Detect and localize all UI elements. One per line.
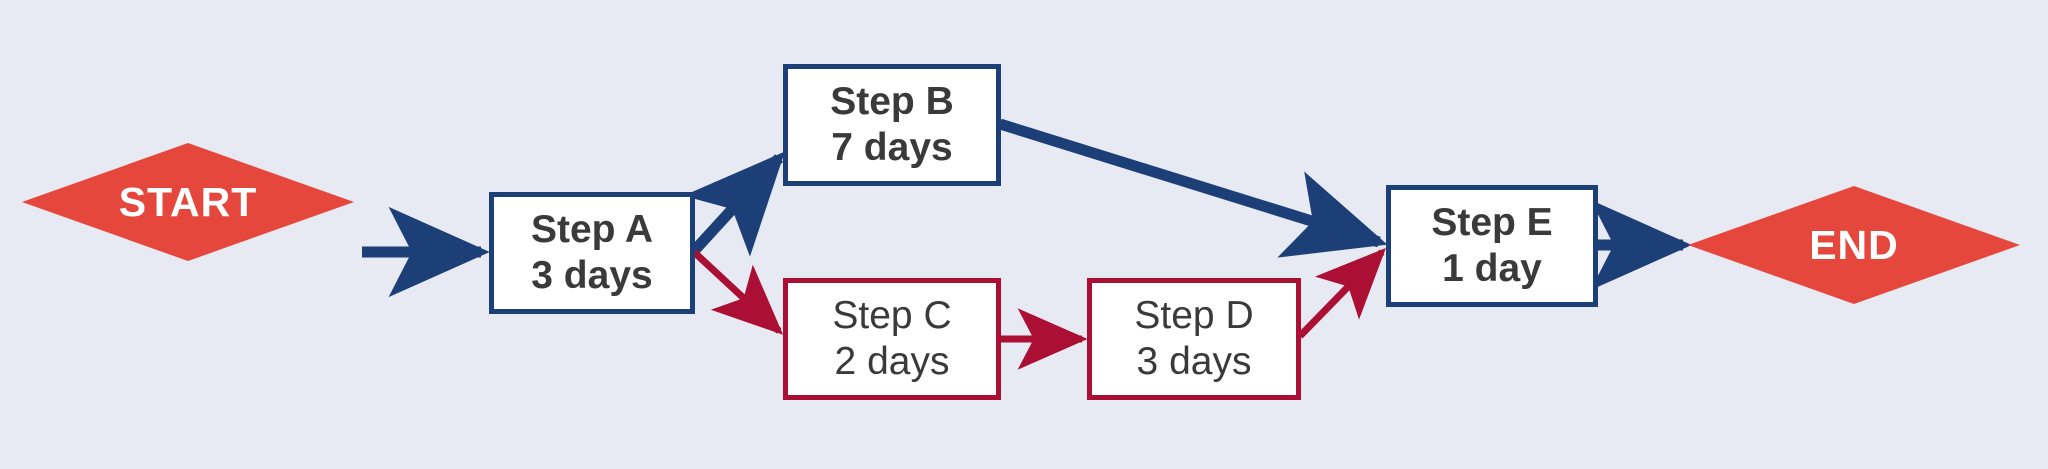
node-step-d-duration: 3 days	[1136, 340, 1252, 383]
node-step-e[interactable]: Step E 1 day	[1386, 185, 1598, 307]
node-step-d-name: Step D	[1134, 293, 1254, 337]
node-step-a[interactable]: Step A 3 days	[489, 192, 695, 314]
node-step-b-name: Step B	[830, 79, 954, 123]
edge-a-c	[691, 249, 784, 335]
node-step-a-name: Step A	[530, 207, 654, 251]
node-step-b[interactable]: Step B 7 days	[783, 64, 1001, 186]
node-step-b-duration: 7 days	[831, 126, 953, 169]
terminator-end-label: END	[1809, 221, 1899, 268]
node-step-e-name: Step E	[1431, 200, 1553, 244]
terminator-end[interactable]: END	[1688, 186, 2020, 304]
edge-d-e	[1297, 247, 1386, 339]
terminator-start-label: START	[118, 178, 258, 225]
node-step-e-duration: 1 day	[1442, 247, 1542, 290]
node-step-c-name: Step C	[832, 293, 952, 337]
node-step-d[interactable]: Step D 3 days	[1087, 278, 1301, 400]
terminator-start[interactable]: START	[22, 143, 354, 261]
node-step-a-duration: 3 days	[531, 254, 653, 297]
edge-a-b	[683, 151, 785, 257]
node-step-c-duration: 2 days	[834, 340, 950, 383]
edge-b-e	[998, 118, 1388, 258]
node-step-c[interactable]: Step C 2 days	[783, 278, 1001, 400]
